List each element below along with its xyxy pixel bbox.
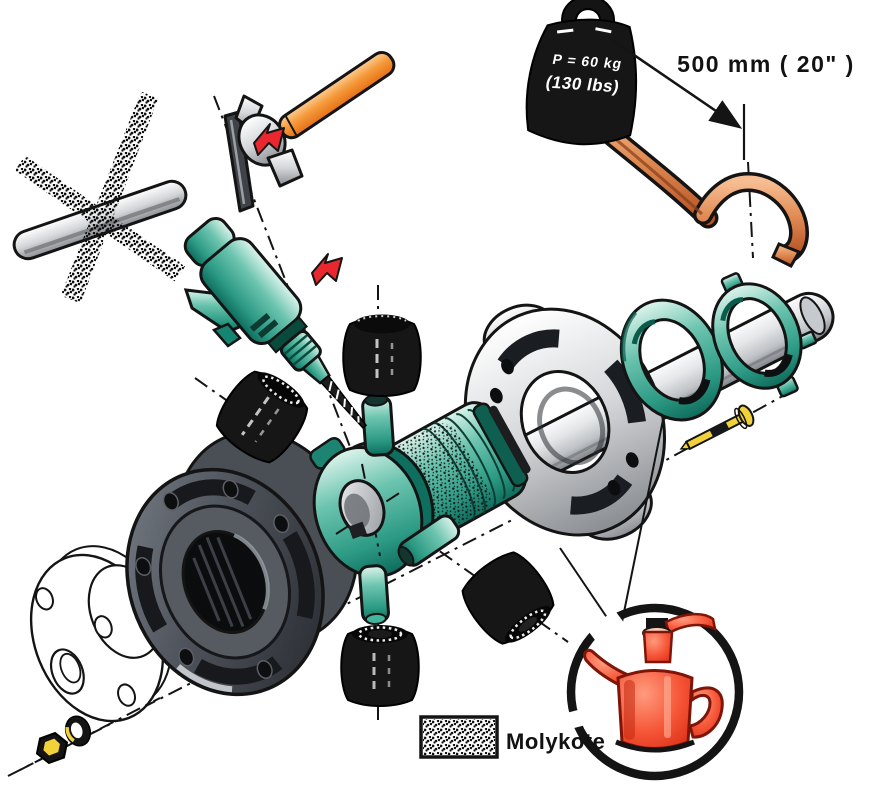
lube-hole bbox=[607, 480, 621, 496]
hub-nut bbox=[35, 731, 69, 765]
bolt-hole bbox=[162, 491, 179, 511]
prohibited-plain-bar bbox=[12, 91, 188, 304]
lock-washer bbox=[64, 715, 92, 747]
bolt-hole bbox=[135, 557, 152, 576]
bearing-cup-front bbox=[452, 542, 564, 654]
molykote-legend: Molykote bbox=[419, 715, 605, 759]
top-trunnion bbox=[361, 393, 395, 457]
bearing-cup-bottom bbox=[340, 625, 420, 707]
oil-can-lever bbox=[664, 612, 717, 635]
oil-can-handle bbox=[688, 686, 724, 739]
wrench-claw bbox=[771, 242, 802, 268]
dimension-annotation: 500 mm ( 20" ) bbox=[611, 38, 855, 160]
bolt-head bbox=[737, 404, 755, 427]
needle-rollers bbox=[262, 375, 300, 405]
dimension-label: 500 mm ( 20" ) bbox=[677, 51, 855, 77]
flange-centerline-overlay bbox=[19, 697, 161, 771]
bearing-cup-left bbox=[206, 361, 318, 473]
hammer-face bbox=[266, 148, 304, 188]
drift-punch bbox=[223, 110, 255, 213]
needle-rollers bbox=[509, 609, 547, 640]
bolt-hole bbox=[117, 683, 137, 707]
prohibition-cross bbox=[14, 91, 186, 304]
legend-label: Molykote bbox=[506, 729, 605, 754]
weight-label-lbs: (130 lbs) bbox=[544, 73, 621, 97]
lube-hole bbox=[625, 452, 639, 468]
test-weight: P = 60 kg (130 lbs) bbox=[525, 0, 638, 146]
flange-yoke bbox=[125, 430, 359, 697]
callout-circle bbox=[566, 603, 744, 781]
hammer-handle bbox=[278, 51, 396, 140]
clamp-bolt bbox=[679, 404, 755, 451]
keyway bbox=[348, 521, 367, 539]
needle-rollers bbox=[357, 626, 403, 642]
snap-ring bbox=[619, 298, 724, 422]
spider-sliding-sleeve bbox=[309, 393, 531, 625]
warning-arrow bbox=[311, 253, 343, 286]
bolt-hole bbox=[256, 660, 273, 680]
shaft-open-end bbox=[799, 296, 826, 335]
lube-hole bbox=[501, 358, 514, 375]
bolt-hole bbox=[178, 647, 195, 667]
bottom-trunnion bbox=[358, 564, 390, 625]
lube-hole bbox=[489, 387, 503, 404]
oil-can-callout bbox=[566, 603, 744, 781]
front-trunnion bbox=[397, 514, 461, 567]
weight-label-kg: P = 60 kg bbox=[551, 51, 624, 72]
bolt-hole bbox=[273, 514, 290, 534]
drill-trigger bbox=[211, 322, 242, 348]
bolt-hole bbox=[222, 479, 239, 499]
weight-body bbox=[525, 18, 638, 146]
lube-leader-line bbox=[621, 419, 664, 623]
oil-can bbox=[583, 612, 724, 753]
lube-leader-line bbox=[559, 547, 613, 626]
clamp-ring bbox=[711, 272, 818, 398]
dimension-arrow bbox=[611, 38, 743, 129]
bolt-hole bbox=[93, 615, 113, 639]
bearing-cup-top bbox=[342, 314, 422, 397]
air-drill bbox=[183, 216, 368, 429]
bolt-hole bbox=[35, 587, 54, 611]
drill-bit bbox=[319, 374, 368, 429]
hammer bbox=[234, 51, 396, 188]
